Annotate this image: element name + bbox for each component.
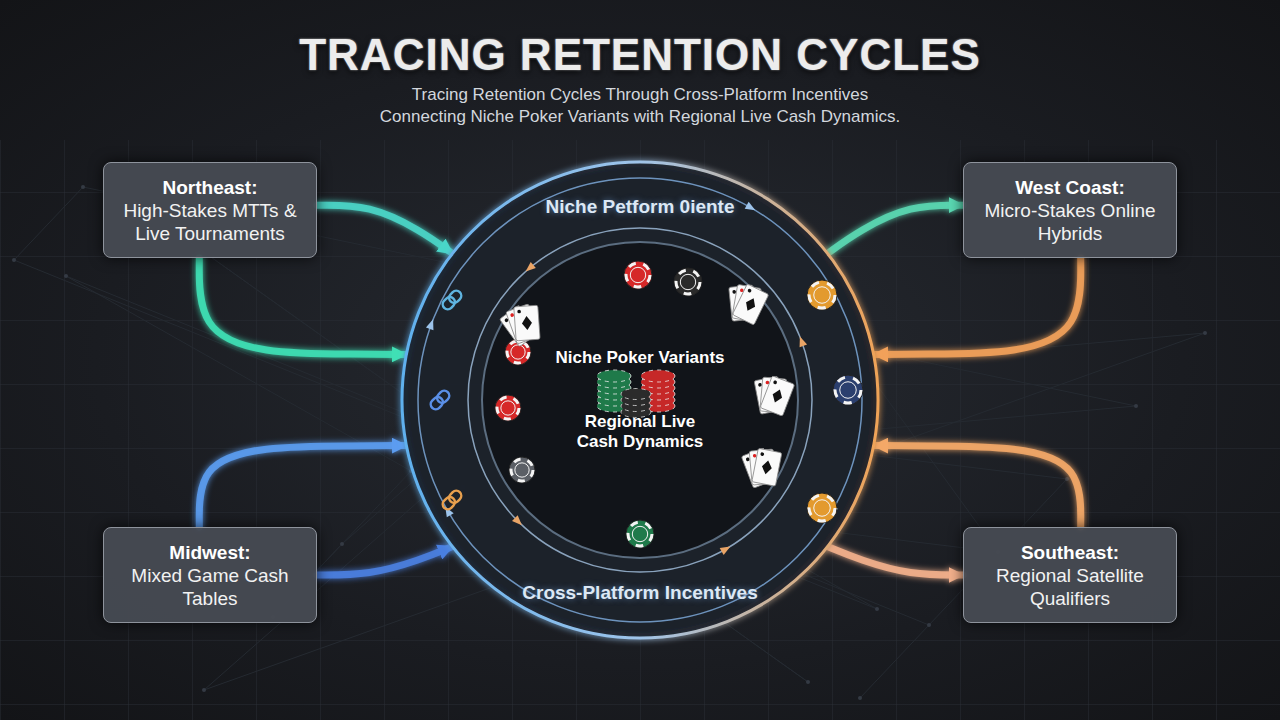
ring-outline	[402, 162, 878, 638]
network-line	[66, 276, 411, 471]
flow-connector	[874, 445, 1081, 527]
region-box: Midwest:Mixed Game Cash Tables	[103, 527, 317, 623]
subtitle: Tracing Retention Cycles Through Cross-P…	[367, 84, 913, 128]
playing-cards	[497, 299, 549, 350]
flow-connector	[199, 258, 406, 355]
cycle-arrowhead	[720, 543, 733, 555]
network-dot	[1065, 477, 1069, 481]
poker-chip	[624, 261, 652, 289]
network-dot	[340, 542, 344, 546]
node-body: Cross-Platform Incentives	[522, 582, 757, 604]
core-circle: Niche Poker VariantsRegional Live Cash D…	[480, 240, 800, 560]
network-dot	[806, 680, 810, 684]
network-dot	[875, 607, 879, 611]
network-line	[14, 187, 83, 260]
flow-connector	[874, 258, 1081, 355]
region-box: Northeast:High-Stakes MTTs & Live Tourna…	[103, 162, 317, 258]
core-shape	[480, 240, 800, 560]
node-body: High-Stakes MTTs & Live Tournaments	[114, 199, 306, 245]
flow-connector	[828, 547, 963, 575]
poker-chip	[833, 375, 863, 405]
core-outline	[482, 242, 798, 558]
network-dot	[64, 274, 68, 278]
network-dot	[1134, 404, 1138, 408]
region-box: Southeast:Regional Satellite Qualifiers	[963, 527, 1177, 623]
network-dot	[81, 185, 85, 189]
poker-chip	[509, 457, 535, 483]
node-heading: Southeast:	[1021, 541, 1119, 564]
link-icon	[429, 389, 452, 412]
node-body: Mixed Game Cash Tables	[114, 564, 306, 610]
playing-cards	[741, 446, 785, 489]
title: TRACING RETENTION CYCLES	[0, 30, 1280, 80]
flow-connector	[199, 445, 406, 527]
playing-cards	[723, 281, 770, 327]
node-body: Regional Satellite Qualifiers	[974, 564, 1166, 610]
network-dot	[12, 258, 16, 262]
node-body: Micro-Stakes Online Hybrids	[974, 199, 1166, 245]
node-body: Regional Live Cash Dynamics	[570, 412, 710, 452]
cycle-ring	[468, 228, 812, 572]
node-heading: Niche Petform 0iente	[546, 196, 735, 218]
node-heading: Niche Poker Variants	[555, 348, 724, 368]
flow-connector	[828, 205, 963, 253]
region-box: West Coast:Micro-Stakes Online Hybrids	[963, 162, 1177, 258]
network-dot	[858, 696, 862, 700]
cycle-arrowhead	[512, 515, 525, 528]
node-heading: West Coast:	[1015, 176, 1124, 199]
flow-connector	[317, 205, 452, 253]
cycle-arrowhead	[426, 318, 437, 330]
cycle-ring	[418, 178, 862, 622]
cycle-arrowhead	[796, 335, 807, 347]
incentive-ring: Niche Petform 0ienteCross-Platform Incen…	[400, 160, 880, 640]
poker-chip	[674, 268, 702, 296]
playing-cards	[751, 374, 795, 417]
node-heading: Northeast:	[162, 176, 257, 199]
chip-stacks	[597, 370, 675, 418]
flow-connector	[317, 547, 452, 575]
node-heading: Midwest:	[169, 541, 250, 564]
network-dot	[927, 623, 931, 627]
poker-chip	[807, 493, 837, 523]
cycle-arrowhead	[523, 262, 536, 275]
network-dot	[202, 688, 206, 692]
poker-chip	[626, 520, 654, 548]
grid	[0, 140, 1280, 720]
poker-chip	[807, 280, 837, 310]
poker-chip	[495, 395, 521, 421]
cycle-arrowhead	[745, 202, 758, 214]
link-icon	[441, 289, 464, 312]
network-dot	[1203, 331, 1207, 335]
link-icon	[441, 489, 464, 512]
